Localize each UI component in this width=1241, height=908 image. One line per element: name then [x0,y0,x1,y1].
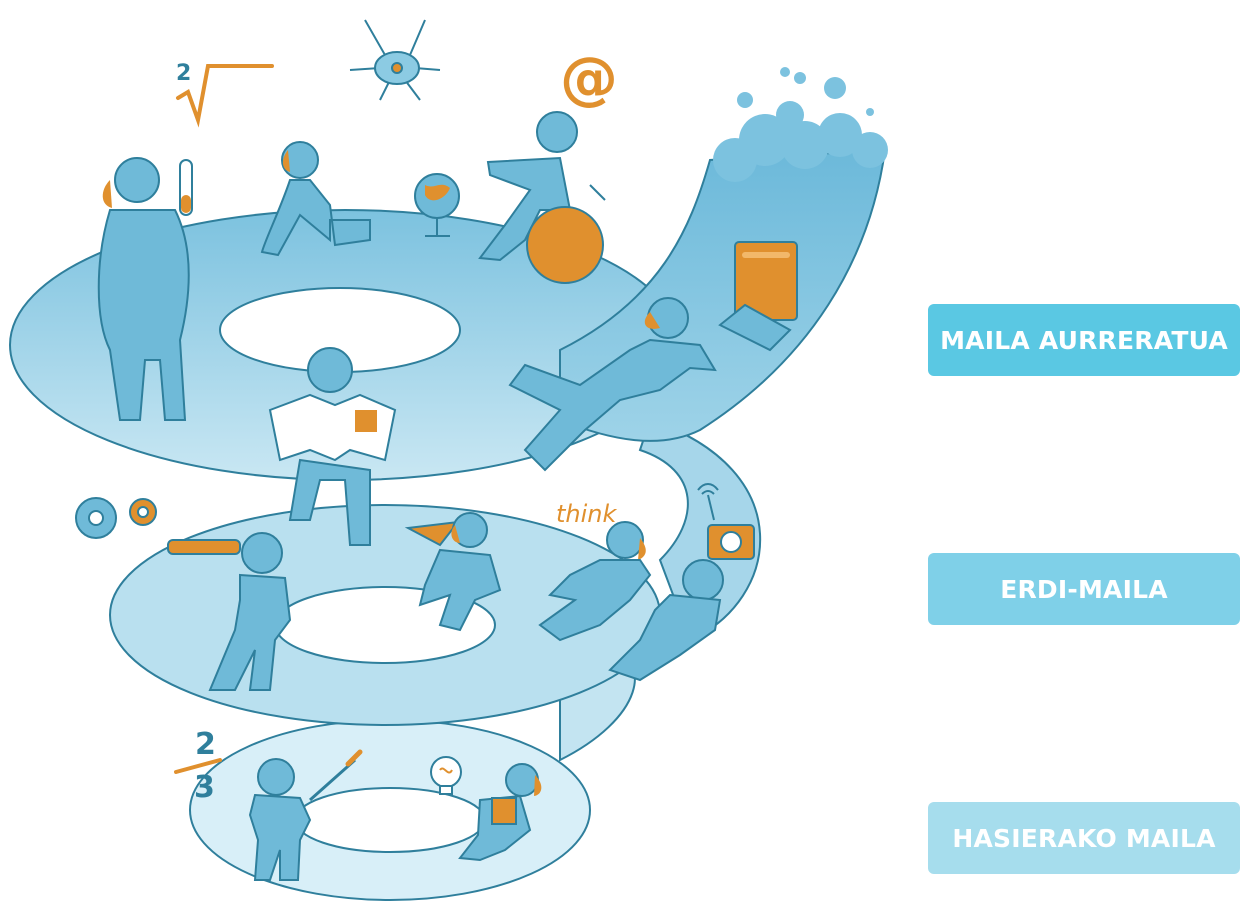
beginner-level-button[interactable]: HASIERAKO MAILA [928,802,1240,874]
newspaper-reader-figure [268,347,397,546]
painter-figure [248,749,363,881]
cloud-bubbles [713,67,888,182]
scientist-figure [97,157,193,421]
at-sign-icon: @ [560,44,618,112]
advanced-level-button[interactable]: MAILA AURRERATUA [928,304,1240,376]
think-word: think [556,500,618,528]
lightbulb-icon [430,756,462,795]
globe-icon [414,173,460,237]
neuron-icon [349,19,441,101]
fraction-icon: 2 3 [174,727,222,805]
learning-spiral-illustration: 2 @ [9,19,888,901]
flying-person-figure [508,297,717,472]
laptop-icon [718,241,798,352]
svg-text:3: 3 [194,770,215,805]
wheelchair-user-figure [478,111,606,284]
svg-text:2: 2 [195,727,216,762]
square-root-icon: 2 [176,61,274,128]
sitting-girl-figure [260,141,371,257]
dancing-girl-figure [538,521,652,642]
svg-text:2: 2 [176,61,191,86]
walking-person-figure [608,559,724,682]
telescope-person-figure [167,532,292,691]
gears-icon [75,497,157,539]
reading-girl-figure [458,763,542,862]
camera-icon [697,483,755,560]
svg-text:@: @ [560,44,618,112]
ruler-girl-figure [404,512,502,632]
intermediate-level-button[interactable]: ERDI-MAILA [928,553,1240,625]
spiral-ring-bottom [189,719,591,901]
